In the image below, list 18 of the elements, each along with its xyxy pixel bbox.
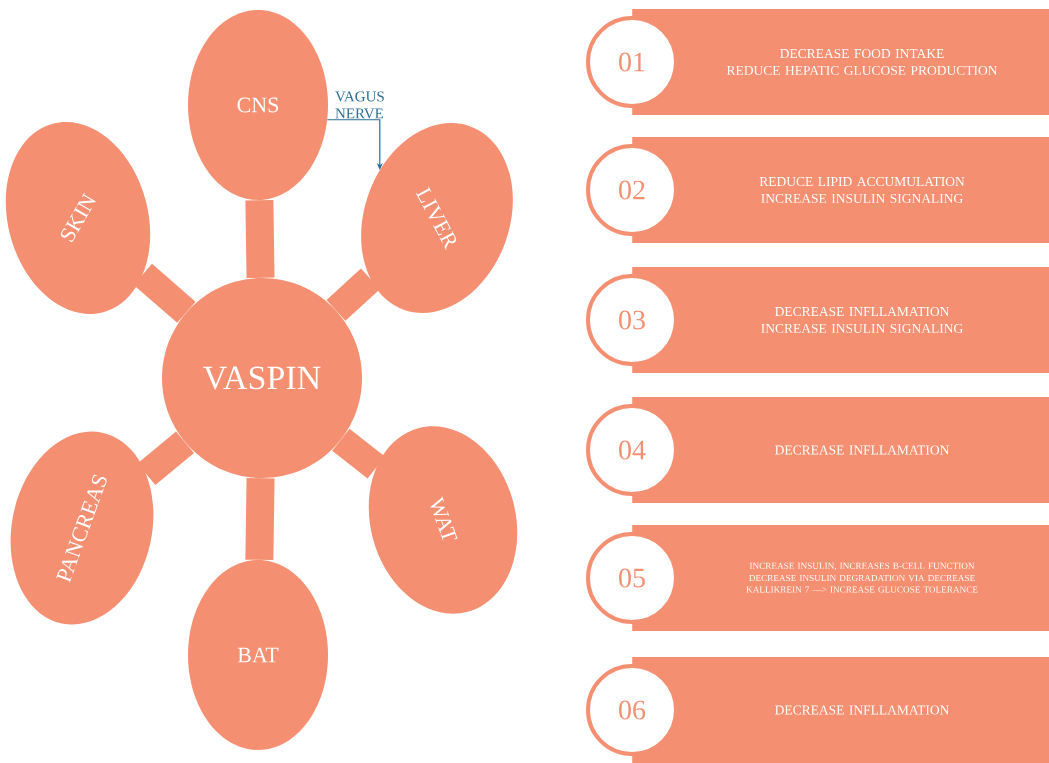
effect-text: DECREASE INFLLAMATION — [775, 705, 950, 715]
stem — [245, 477, 275, 561]
effect-text: INCREASE INSULIN SIGNALING — [761, 193, 963, 203]
stem — [332, 428, 385, 479]
arrow — [326, 119, 383, 170]
edge-label: VAGUS NERVE — [335, 91, 384, 119]
effect-text: DECREASE INFLLAMATION — [775, 445, 950, 455]
stem — [326, 268, 380, 321]
effect-text: DECREASE INFLLAMATION — [775, 307, 950, 317]
stem — [245, 200, 275, 279]
effect-text: DECREASE FOOD INTAKE — [780, 49, 944, 59]
effect-text: REDUCE HEPATIC GLUCOSE PRODUCTION — [726, 65, 998, 75]
stem — [133, 263, 196, 323]
stem — [137, 431, 194, 486]
effect-text: INCREASE INSULIN SIGNALING — [761, 323, 963, 333]
effect-text: DECREASE INSULIN DEGRADATION VIA DECREASE KALLIKREIN 7 —> INCREASE GLUCOSE TOLERANCE — [746, 574, 978, 593]
effect-text: INCREASE INSULIN, INCREASES B-CELL FUNCTION — [749, 562, 975, 571]
effect-text: REDUCE LIPID ACCUMULATION — [759, 177, 965, 187]
